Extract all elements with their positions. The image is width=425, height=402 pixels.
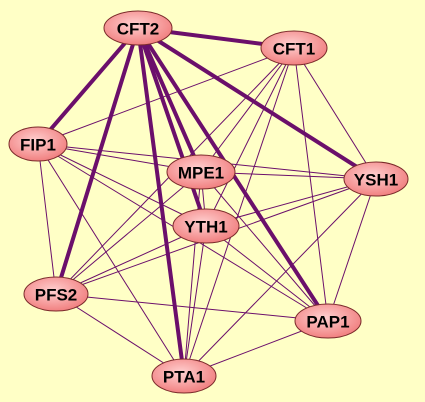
node-label: YSH1 — [354, 171, 398, 190]
edge-mpe1-pfs2 — [55, 171, 202, 295]
edge-cft2-pta1 — [136, 26, 186, 378]
edge-pfs2-pta1 — [55, 293, 185, 377]
node-label: MPE1 — [178, 164, 224, 183]
edge-mpe1-pap1 — [200, 171, 329, 322]
edge-cft2-pfs2 — [54, 26, 140, 296]
node-pfs2[interactable]: PFS2 — [23, 276, 89, 312]
node-label: FIP1 — [20, 136, 56, 155]
node-shape — [103, 10, 173, 46]
node-label: PAP1 — [306, 313, 349, 332]
edge-cft2-mpe1 — [136, 26, 203, 174]
node-shape — [294, 303, 362, 339]
edge-fip1-pta1 — [37, 143, 185, 377]
edge-cft1-pta1 — [183, 47, 295, 377]
node-label: PFS2 — [35, 286, 78, 305]
node-cft2[interactable]: CFT2 — [103, 10, 173, 46]
node-label: CFT2 — [117, 20, 160, 39]
node-yth1[interactable]: YTH1 — [172, 208, 240, 244]
node-shape — [8, 126, 68, 162]
node-label: YTH1 — [184, 218, 227, 237]
edge-pfs2-pap1 — [55, 293, 329, 322]
edge-yth1-pta1 — [183, 225, 207, 377]
node-mpe1[interactable]: MPE1 — [166, 154, 236, 190]
edge-yth1-pap1 — [205, 225, 329, 322]
edge-fip1-yth1 — [37, 143, 207, 227]
node-shape — [151, 358, 217, 394]
node-label: PTA1 — [163, 368, 205, 387]
node-shape — [166, 154, 236, 190]
edge-cft2-yth1 — [136, 26, 208, 228]
node-shape — [172, 208, 240, 244]
node-shape — [343, 161, 409, 197]
edge-cft1-ysh1 — [293, 47, 377, 180]
node-pta1[interactable]: PTA1 — [151, 358, 217, 394]
node-pap1[interactable]: PAP1 — [294, 303, 362, 339]
edge-ysh1-pta1 — [183, 178, 377, 377]
edge-fip1-pfs2 — [37, 143, 57, 295]
edge-ysh1-pap1 — [327, 178, 377, 322]
node-fip1[interactable]: FIP1 — [8, 126, 68, 162]
edge-cft2-ysh1 — [136, 26, 378, 181]
node-label: CFT1 — [273, 40, 316, 59]
node-ysh1[interactable]: YSH1 — [343, 161, 409, 197]
edge-cft2-fip1 — [36, 26, 140, 146]
node-shape — [23, 276, 89, 312]
node-cft1[interactable]: CFT1 — [260, 30, 328, 66]
edge-cft1-mpe1 — [200, 47, 295, 173]
edge-cft1-pap1 — [293, 47, 329, 322]
node-shape — [260, 30, 328, 66]
edge-cft1-yth1 — [205, 47, 295, 227]
